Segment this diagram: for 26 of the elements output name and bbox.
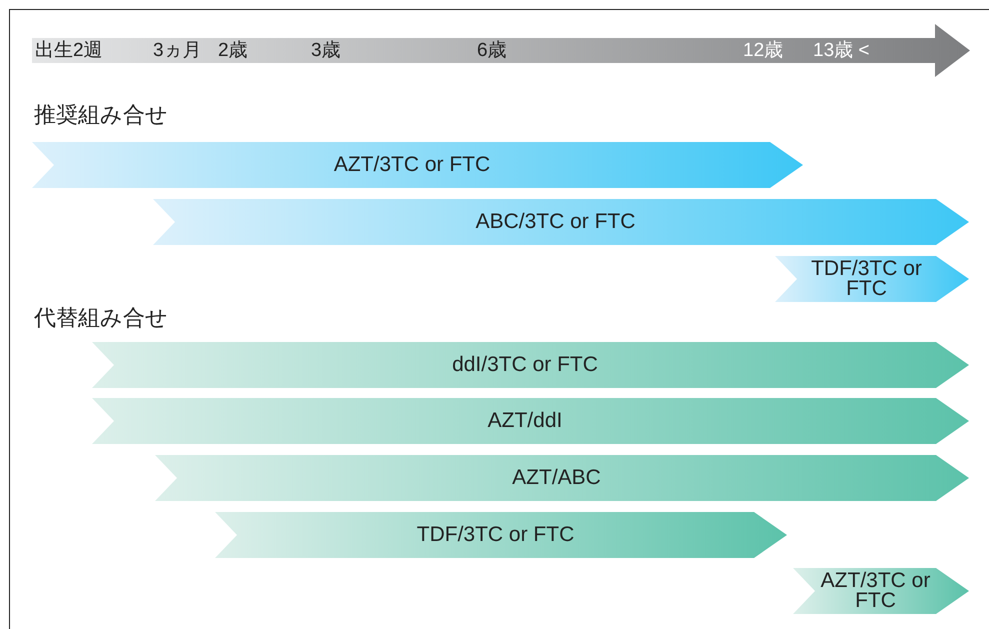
age-label: 12歳 — [743, 39, 784, 63]
regimen-label: ABC/3TC or FTC — [476, 212, 636, 232]
section-heading: 推奨組み合せ — [34, 101, 168, 129]
age-label: 2歳 — [218, 39, 248, 63]
chevron-band — [215, 512, 787, 558]
chevron-band — [92, 398, 969, 444]
age-label: 出生2週 — [35, 39, 103, 63]
age-label: 3歳 — [311, 39, 341, 63]
chevron-band — [775, 256, 969, 302]
regimen-label: ddI/3TC or FTC — [452, 355, 598, 375]
regimen-label: AZT/ddI — [488, 411, 562, 431]
regimen-label: TDF/3TC or FTC — [810, 259, 923, 299]
age-label: 13歳 < — [813, 39, 870, 63]
section-heading: 代替組み合せ — [34, 304, 168, 332]
chevron-band — [155, 455, 969, 501]
regimen-label: AZT/3TC or FTC — [820, 571, 932, 611]
regimen-label: TDF/3TC or FTC — [416, 525, 574, 545]
chevron-band — [92, 342, 969, 388]
chevron-band — [32, 142, 803, 188]
chevron-band — [153, 199, 969, 245]
age-label: 6歳 — [477, 39, 507, 63]
regimen-label: AZT/ABC — [512, 468, 601, 488]
timeline-arrow — [32, 24, 970, 77]
age-label: 3ヵ月 — [153, 39, 202, 63]
regimen-label: AZT/3TC or FTC — [334, 155, 490, 175]
chevron-band — [793, 568, 969, 614]
